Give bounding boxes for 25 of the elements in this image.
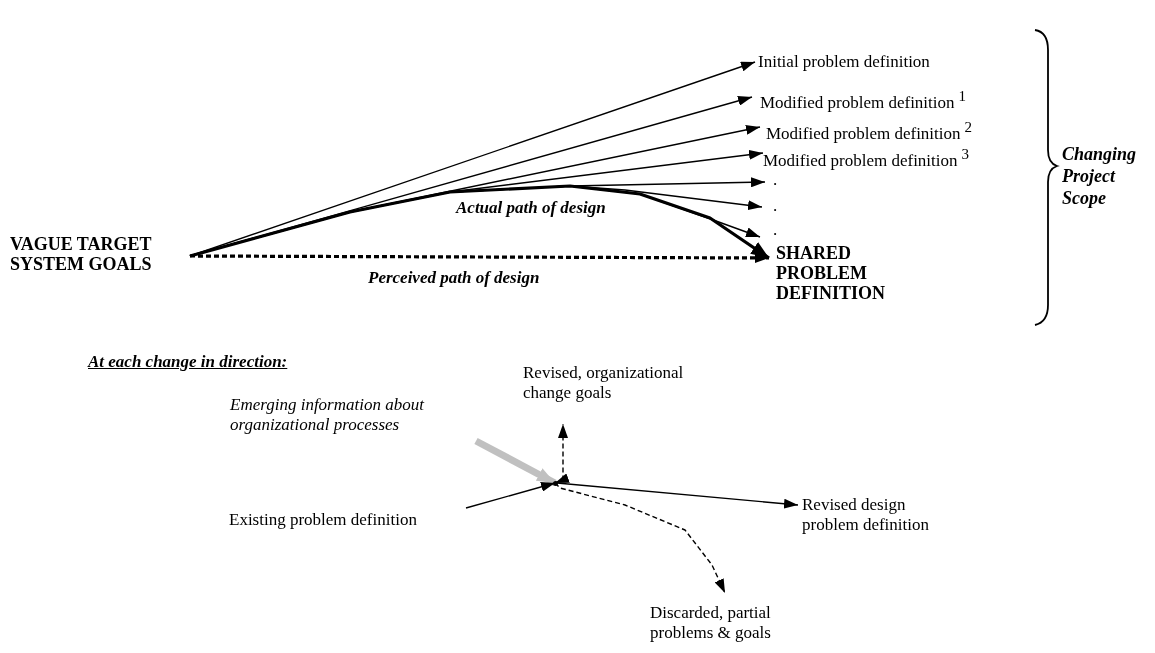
- node-label: Modified problem definition: [763, 151, 958, 170]
- scope-label: Changing Project Scope: [1062, 144, 1137, 208]
- start-label: VAGUE TARGET SYSTEM GOALS: [10, 234, 152, 274]
- node-label: Existing problem definition: [229, 510, 417, 529]
- ellipsis-dot: .: [773, 196, 778, 215]
- arrow: [474, 437, 557, 487]
- ellipsis-dot: .: [773, 220, 778, 239]
- arrow: [465, 481, 556, 509]
- end-label: SHARED PROBLEM DEFINITION: [776, 243, 886, 303]
- node-label: Revised design problem definition: [802, 495, 929, 534]
- input-label: Emerging information about organizational processes: [230, 395, 424, 434]
- node-label: Initial problem definition: [758, 52, 930, 71]
- section-heading: At each change in direction:: [88, 352, 288, 371]
- node-label: Modified problem definition: [766, 124, 961, 143]
- superscript-number: 1: [958, 88, 967, 104]
- node-label: Discarded, partial problems & goals: [650, 603, 771, 642]
- junction-point: [553, 481, 558, 486]
- node-label: Modified problem definition: [760, 93, 955, 112]
- ellipsis-dot: .: [773, 170, 778, 189]
- edge-label: Perceived path of design: [368, 268, 540, 288]
- superscript-number: 3: [961, 146, 970, 162]
- node-label: Revised, organizational change goals: [523, 363, 684, 402]
- arrow: [190, 252, 769, 263]
- edge-label: Actual path of design: [456, 198, 606, 218]
- superscript-number: 2: [964, 119, 973, 135]
